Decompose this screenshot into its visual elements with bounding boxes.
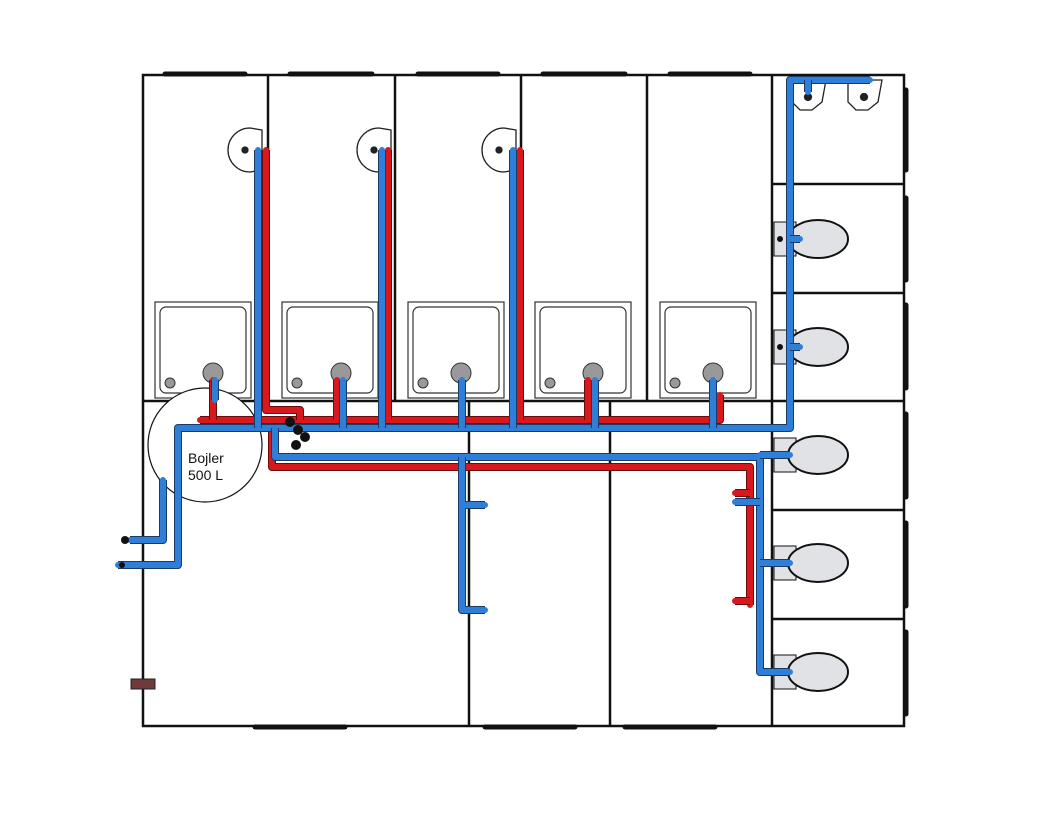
boiler-capacity: 500 L xyxy=(188,467,223,483)
doors xyxy=(162,71,909,730)
sinks xyxy=(227,127,517,173)
urinal-icon xyxy=(847,79,883,111)
shower-tray xyxy=(534,301,632,399)
shower-tray xyxy=(407,301,505,399)
toilet-icon xyxy=(773,327,849,367)
shower-trays xyxy=(154,301,757,399)
shower-tray xyxy=(659,301,757,399)
electrical-panel xyxy=(130,678,156,690)
shower-tray xyxy=(281,301,379,399)
valves xyxy=(119,417,310,568)
boiler-name: Bojler xyxy=(188,450,224,466)
shower-tray xyxy=(154,301,252,399)
urinals xyxy=(791,79,883,111)
toilet-icon xyxy=(773,219,849,259)
sink-icon xyxy=(481,127,517,173)
sink-icon xyxy=(227,127,263,173)
cold-water-pipes xyxy=(115,76,873,676)
